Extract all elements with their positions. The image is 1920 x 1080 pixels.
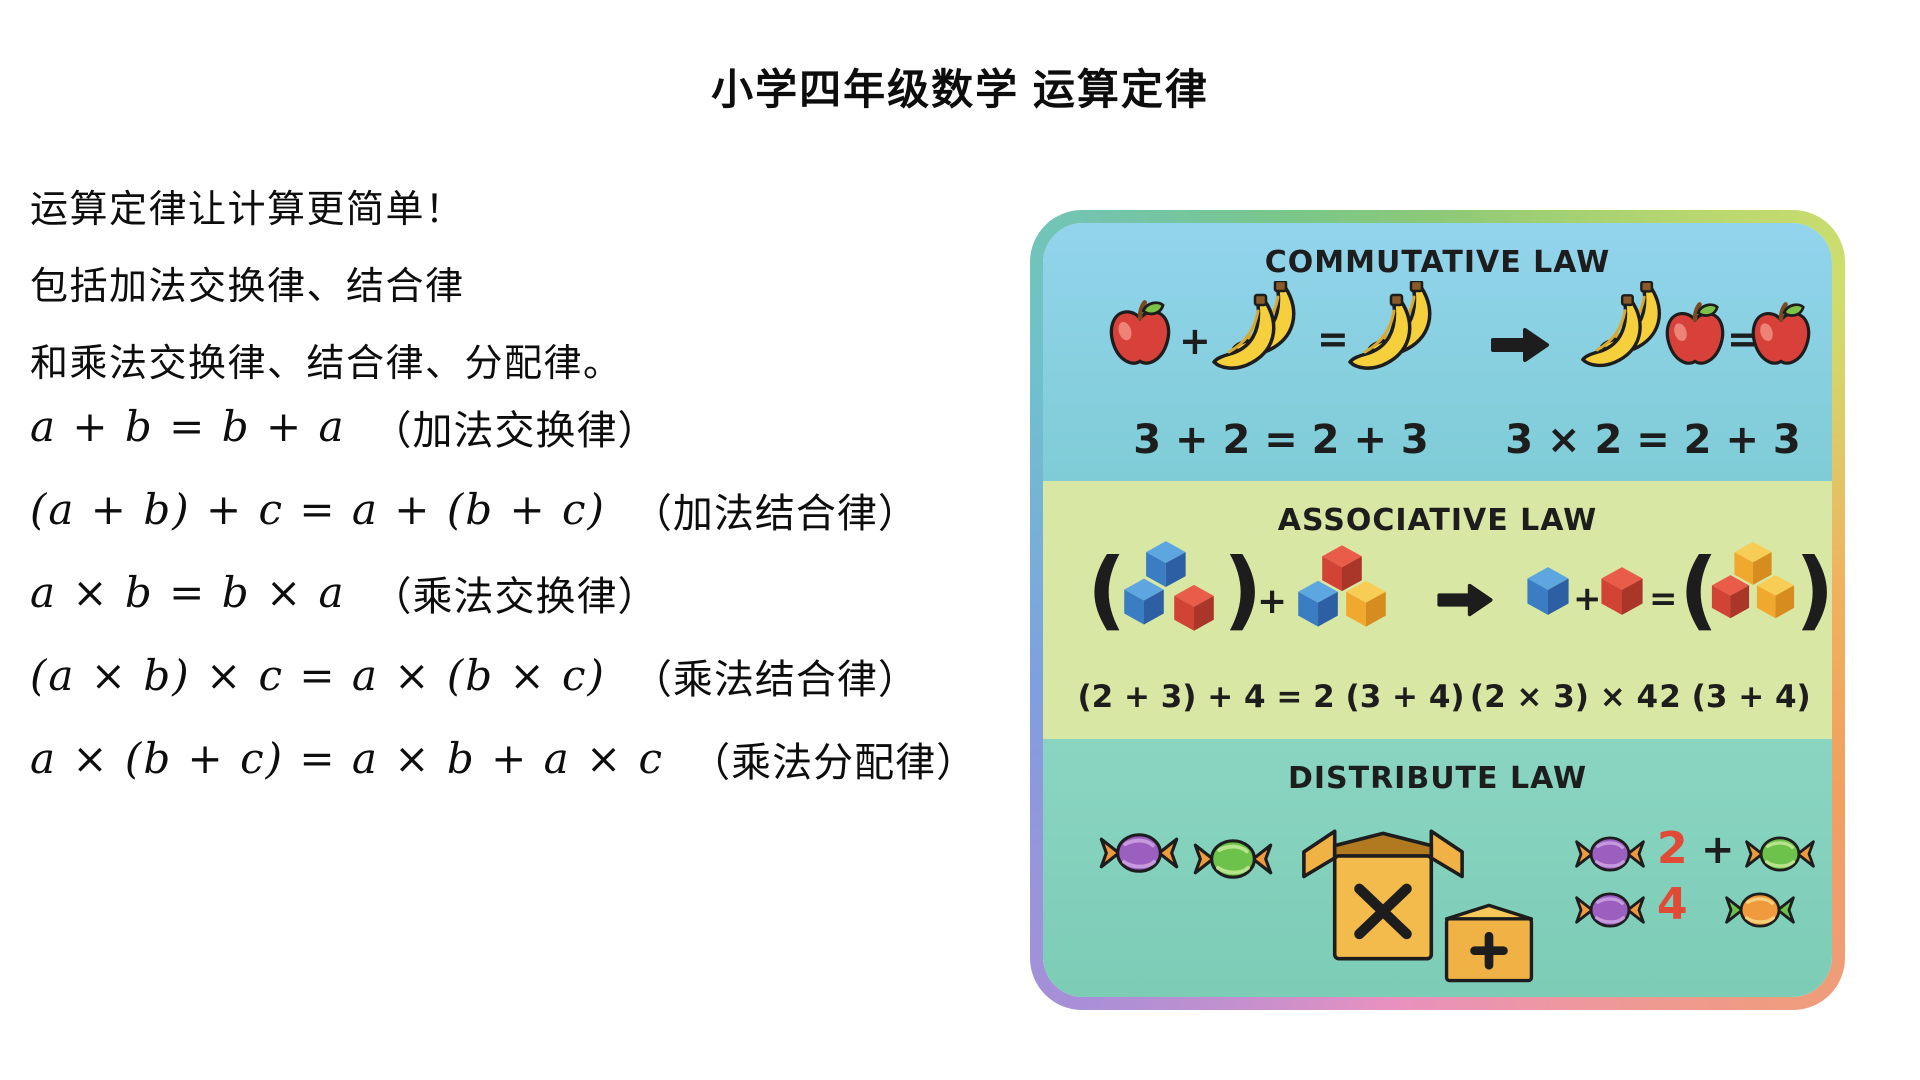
candy-icon xyxy=(1099,832,1179,874)
candy-icon xyxy=(1744,836,1816,872)
distribute-title: DISTRIBUTE LAW xyxy=(1287,761,1588,796)
formula-addition-associative: (a + b) + c = a + (b + c) （加法结合律） xyxy=(30,468,977,551)
plus-operator: + xyxy=(1179,319,1211,363)
banana-icon xyxy=(1209,281,1309,373)
formula-label: （加法交换律） xyxy=(371,407,659,454)
commutative-right-equation: 3 × 2 = 2 + 3 xyxy=(1505,417,1801,463)
red-cube-icon xyxy=(1601,567,1643,615)
formula-expression: a × (b + c) = a × b + a × c xyxy=(30,734,665,783)
associative-left-equation: (2 + 3) + 4 = 2 (3 + 4) xyxy=(1077,679,1465,715)
formula-expression: (a + b) + c = a + (b + c) xyxy=(30,485,606,534)
cube-cluster-icon xyxy=(1707,539,1799,623)
associative-middle-equation: (2 × 3) × 4 xyxy=(1469,679,1659,715)
distribute-section: DISTRIBUTE LAW 2 + 4 xyxy=(1043,739,1832,997)
associative-title: ASSOCIATIVE LAW xyxy=(1277,503,1598,538)
formula-multiplication-associative: (a × b) × c = a × (b × c) （乘法结合律） xyxy=(30,634,977,717)
plus-operator: + xyxy=(1573,579,1602,619)
formula-label: （乘法分配律） xyxy=(690,739,978,786)
apple-icon xyxy=(1665,301,1725,367)
formula-addition-commutative: a + b = b + a （加法交换律） xyxy=(30,385,977,468)
box-plus-icon xyxy=(1435,895,1543,989)
candy-icon xyxy=(1193,838,1273,880)
candy-icon xyxy=(1724,892,1796,928)
plus-operator: + xyxy=(1701,827,1735,873)
intro-line-1: 运算定律让计算更简单！ xyxy=(30,189,465,231)
distribute-number-bottom: 4 xyxy=(1657,879,1688,930)
candy-icon xyxy=(1574,892,1646,928)
formula-label: （加法结合律） xyxy=(631,490,919,537)
commutative-left-equation: 3 + 2 = 2 + 3 xyxy=(1133,417,1429,463)
intro-paragraph: 运算定律让计算更简单！ 包括加法交换律、结合律 和乘法交换律、结合律、分配律。 xyxy=(30,172,623,403)
associative-right-equation: 2 (3 + 4) xyxy=(1659,679,1811,715)
formula-expression: (a × b) × c = a × (b × c) xyxy=(30,651,606,700)
formula-expression: a × b = b × a xyxy=(30,568,346,617)
associative-section: ASSOCIATIVE LAW ( ) + + = ( ) (2 + 3) + … xyxy=(1043,481,1832,739)
apple-icon xyxy=(1109,299,1171,367)
distribute-number-top: 2 xyxy=(1657,823,1688,874)
formula-expression: a + b = b + a xyxy=(30,402,346,451)
plus-operator: + xyxy=(1257,581,1288,622)
intro-line-3: 和乘法交换律、结合律、分配律。 xyxy=(30,343,623,385)
equals-operator: = xyxy=(1317,317,1349,361)
commutative-title: COMMUTATIVE LAW xyxy=(1264,245,1611,280)
close-paren: ) xyxy=(1795,540,1832,640)
banana-icon xyxy=(1578,281,1674,371)
open-paren: ( xyxy=(1087,540,1127,640)
intro-line-2: 包括加法交换律、结合律 xyxy=(30,266,465,308)
formula-multiplication-distributive: a × (b + c) = a × b + a × c （乘法分配律） xyxy=(30,717,977,800)
candy-icon xyxy=(1574,836,1646,872)
arrow-icon xyxy=(1437,583,1493,617)
formula-list: a + b = b + a （加法交换律） (a + b) + c = a + … xyxy=(30,385,977,800)
apple-icon xyxy=(1751,301,1811,367)
arrow-icon xyxy=(1491,328,1549,362)
open-paren: ( xyxy=(1679,540,1719,640)
equals-operator: = xyxy=(1649,579,1678,619)
formula-multiplication-commutative: a × b = b × a （乘法交换律） xyxy=(30,551,977,634)
page-title: 小学四年级数学 运算定律 xyxy=(711,66,1209,113)
blue-cube-icon xyxy=(1527,567,1569,615)
close-paren: ) xyxy=(1223,540,1263,640)
banana-icon xyxy=(1345,281,1445,373)
formula-label: （乘法结合律） xyxy=(631,656,919,703)
law-poster-card: COMMUTATIVE LAW + = = 3 + 2 = 2 + 3 3 × … xyxy=(1030,210,1845,1010)
formula-label: （乘法交换律） xyxy=(371,573,659,620)
cube-cluster-icon xyxy=(1119,539,1219,635)
cube-cluster-icon xyxy=(1293,543,1391,631)
commutative-section: COMMUTATIVE LAW + = = 3 + 2 = 2 + 3 3 × … xyxy=(1043,223,1832,481)
